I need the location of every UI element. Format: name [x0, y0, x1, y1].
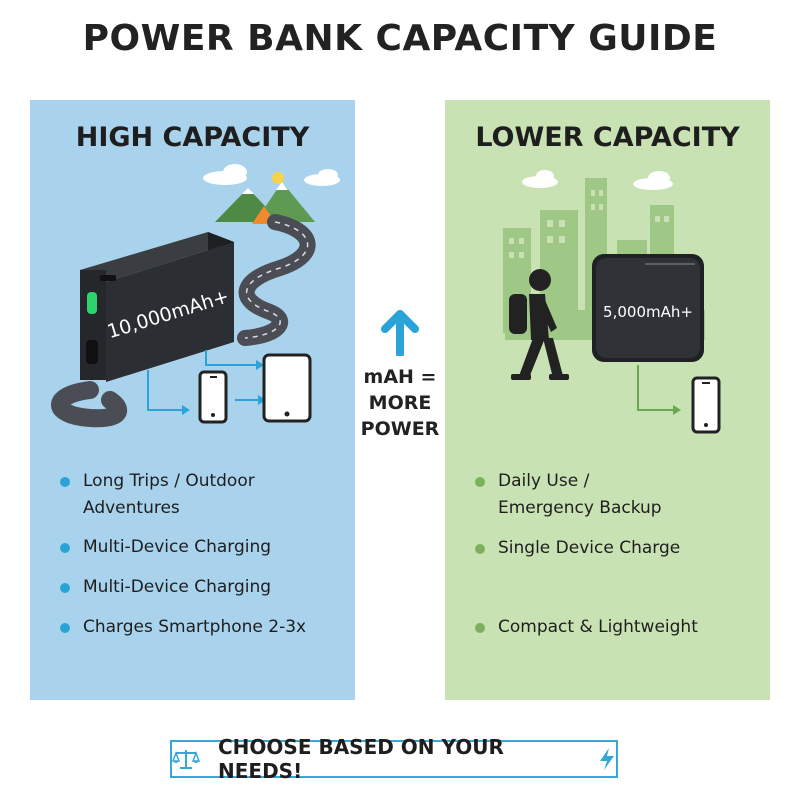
power-bank-small-label: 5,000mAh+ [603, 303, 693, 321]
bullet-dot [475, 544, 485, 554]
bullet-dot [60, 477, 70, 487]
charging-arrow [637, 365, 673, 411]
cloud-icon [203, 164, 340, 186]
bullet-dot [475, 623, 485, 633]
lower-capacity-illustration: 5,000mAh+ [503, 170, 721, 434]
balance-scale-icon [172, 747, 200, 771]
power-bank-small [592, 254, 704, 362]
list-item: Multi-Device Charging [60, 534, 271, 561]
list-item: Multi-Device Charging [60, 574, 271, 601]
list-item: Daily Use / Emergency Backup [475, 468, 662, 522]
bullet-dot [60, 623, 70, 633]
bullet-dot [60, 583, 70, 593]
list-item: Charges Smartphone 2-3x [60, 614, 306, 641]
tablet-icon [262, 353, 312, 423]
power-bank-large [80, 232, 234, 382]
footer-text: CHOOSE BASED ON YOUR NEEDS! [218, 735, 504, 783]
charging-arrows [147, 350, 258, 411]
lightning-bolt-icon [598, 747, 616, 771]
road [237, 214, 316, 346]
lower-capacity-panel: LOWER CAPACITY [445, 100, 770, 700]
capacity-note-text: mAH = MORE POWER [360, 366, 440, 440]
bullet-dot [475, 477, 485, 487]
list-item: Compact & Lightweight [475, 614, 698, 641]
high-capacity-panel: HIGH CAPACITY [30, 100, 355, 700]
lower-capacity-heading: LOWER CAPACITY [475, 122, 740, 153]
high-capacity-heading: HIGH CAPACITY [75, 122, 310, 153]
cloud-icon [522, 170, 673, 190]
list-item: Single Device Charge [475, 535, 680, 562]
list-item: Long Trips / Outdoor Adventures [60, 468, 255, 522]
smartphone-icon [691, 376, 721, 434]
bullet-dot [60, 543, 70, 553]
smartphone-icon [198, 370, 228, 424]
page-title: POWER BANK CAPACITY GUIDE [82, 18, 718, 59]
walking-person-icon [509, 269, 569, 380]
high-capacity-illustration: 10,000mAh+ [51, 164, 340, 428]
arrow-up-icon [381, 310, 419, 358]
footer-banner: CHOOSE BASED ON YOUR NEEDS! [170, 735, 618, 783]
capacity-note: mAH = MORE POWER [355, 310, 445, 442]
